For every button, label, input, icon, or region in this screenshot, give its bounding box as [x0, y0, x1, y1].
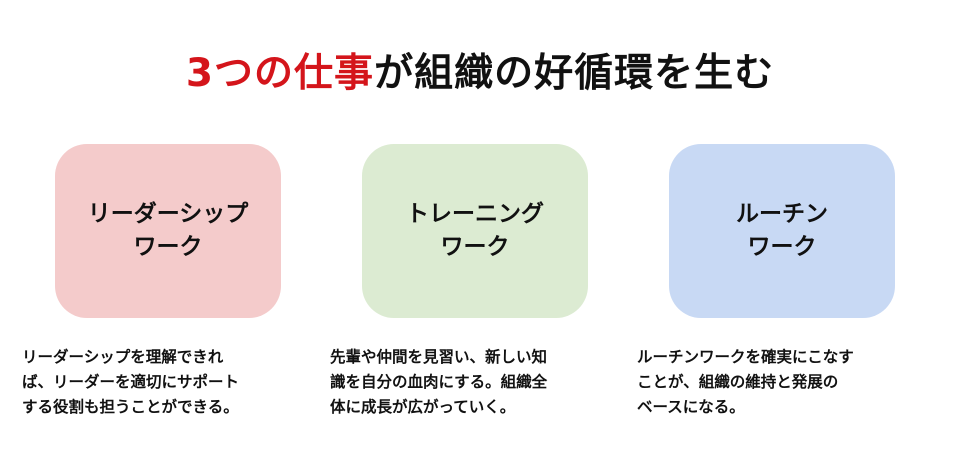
slide-title: 3つの仕事が組織の好循環を生む	[0, 54, 960, 93]
title-accent-text: 3つの仕事	[185, 51, 375, 96]
description-training-work: 先輩や仲間を見習い、新しい知 識を自分の血肉にする。組織全 体に成長が広がってい…	[330, 345, 610, 420]
description-line: リーダーシップを理解できれ	[22, 348, 224, 366]
description-line: ベースになる。	[637, 398, 745, 417]
description-line: ことが、組織の維持と発展の	[637, 373, 839, 392]
description-line: ルーチンワークを確実にこなす	[637, 348, 854, 366]
description-routine-work: ルーチンワークを確実にこなす ことが、組織の維持と発展の ベースになる。	[637, 345, 927, 420]
description-line: 体に成長が広がっていく。	[330, 398, 516, 417]
card-routine-work: ルーチン ワーク	[669, 144, 895, 318]
title-rest-text: が組織の好循環を生む	[374, 51, 775, 96]
card-title: リーダーシップ ワーク	[88, 198, 249, 265]
card-title-line1: リーダーシップ	[87, 200, 249, 227]
card-title-line2: ワーク	[747, 234, 817, 260]
description-line: ば、リーダーを適切にサポート	[22, 373, 240, 392]
card-leadership-work: リーダーシップ ワーク	[55, 144, 281, 318]
description-leadership-work: リーダーシップを理解できれ ば、リーダーを適切にサポート する役割も担うことがで…	[22, 345, 312, 420]
description-line: する役割も担うことができる。	[22, 398, 239, 417]
description-line: 先輩や仲間を見習い、新しい知	[330, 348, 548, 366]
description-line: 識を自分の血肉にする。組織全	[330, 373, 548, 392]
card-training-work: トレーニング ワーク	[362, 144, 588, 318]
card-title-line2: ワーク	[440, 234, 510, 260]
card-title: トレーニング ワーク	[406, 198, 544, 265]
card-title-line2: ワーク	[133, 234, 203, 260]
card-title-line1: トレーニング	[406, 200, 544, 227]
card-title: ルーチン ワーク	[736, 198, 828, 265]
card-title-line1: ルーチン	[736, 200, 828, 227]
